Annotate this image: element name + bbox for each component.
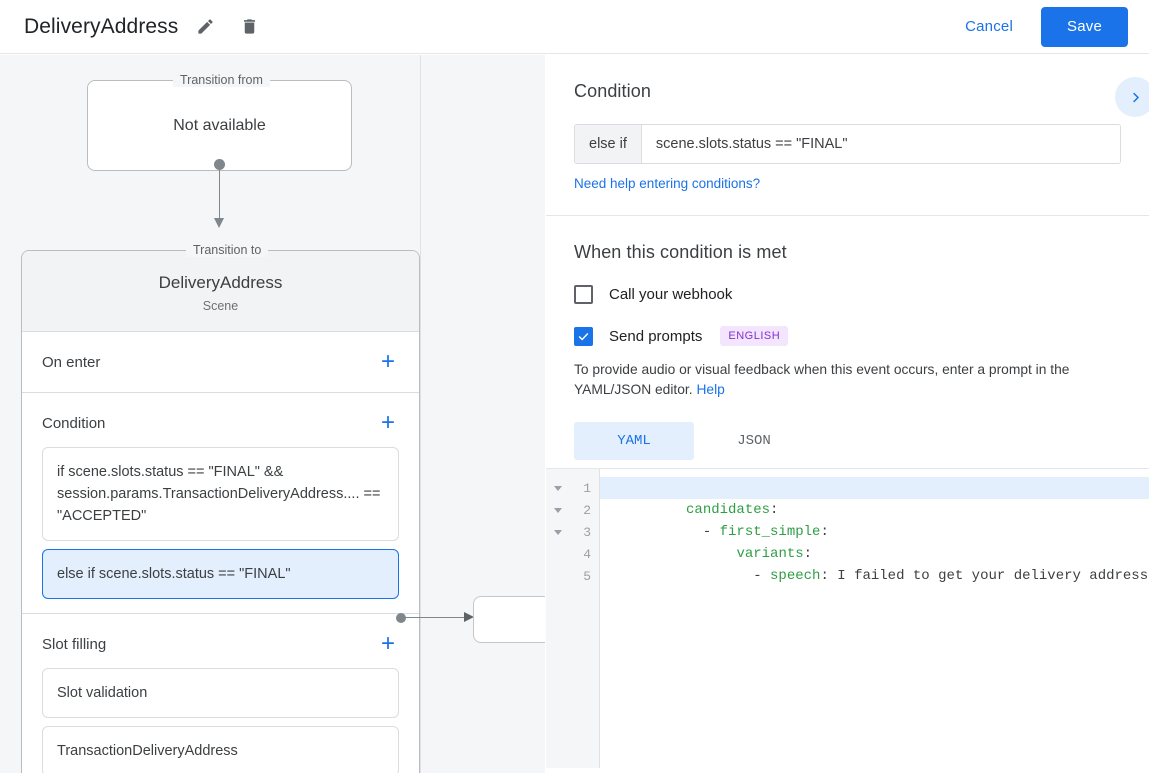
section-title-on-enter: On enter <box>42 353 101 371</box>
page-title: DeliveryAddress <box>24 14 179 38</box>
details-panel: Condition else if Need help entering con… <box>546 55 1149 773</box>
section-head-slot-filling: Slot filling + <box>22 614 419 660</box>
yaml-value: I failed to get your delivery address <box>828 568 1149 584</box>
prompts-description: To provide audio or visual feedback when… <box>574 360 1121 400</box>
slot-item-transaction-delivery-address[interactable]: TransactionDeliveryAddress <box>42 726 399 773</box>
transition-to-legend: Transition to <box>186 243 269 257</box>
section-head-on-enter: On enter + <box>22 332 419 392</box>
yaml-key: candidates <box>686 502 771 518</box>
edge-arrowhead <box>214 218 224 228</box>
condition-expression-input[interactable] <box>641 125 1120 163</box>
yaml-colon: : <box>770 502 779 518</box>
cancel-button[interactable]: Cancel <box>951 9 1027 44</box>
prompts-description-text: To provide audio or visual feedback when… <box>574 362 1070 397</box>
add-slot-button[interactable]: + <box>380 630 395 657</box>
fold-arrow-icon[interactable] <box>554 485 562 491</box>
yaml-indent: - <box>686 524 720 540</box>
scene-type: Scene <box>202 299 239 313</box>
top-app-bar: DeliveryAddress Cancel Save <box>0 0 1149 54</box>
line-number: 5 <box>583 568 591 584</box>
send-prompts-row: Send prompts ENGLISH <box>574 326 1121 346</box>
scene-name: DeliveryAddress <box>158 273 283 292</box>
add-condition-button[interactable]: + <box>380 409 395 436</box>
gutter-line: 1 <box>546 477 599 499</box>
section-condition: Condition + if scene.slots.status == "FI… <box>22 393 419 614</box>
when-condition-met-section: When this condition is met Call your web… <box>546 216 1149 460</box>
slot-item-validation[interactable]: Slot validation <box>42 668 399 718</box>
transition-from-legend: Transition from <box>173 73 270 87</box>
condition-prefix: else if <box>575 125 642 163</box>
gutter-line: 4 <box>546 543 599 565</box>
panel-divider <box>546 215 1149 216</box>
edit-icon[interactable] <box>188 10 222 44</box>
webhook-row: Call your webhook <box>574 285 1121 304</box>
yaml-key: variants <box>736 546 804 562</box>
language-badge: ENGLISH <box>720 326 789 346</box>
gutter-line: 5 <box>546 565 599 587</box>
condition-edge-line <box>404 617 466 618</box>
yaml-colon: : <box>803 546 813 562</box>
transition-from-value: Not available <box>173 116 266 134</box>
send-prompts-label: Send prompts <box>609 327 703 345</box>
yaml-key: first_simple <box>719 524 821 540</box>
yaml-editor[interactable]: 1 2 3 4 5 candidates: <box>546 468 1149 768</box>
canvas-divider <box>420 55 421 773</box>
section-head-condition: Condition + <box>22 393 419 439</box>
line-number: 1 <box>583 480 591 496</box>
code-line-4: - speech: I failed to get your delivery … <box>600 543 1149 584</box>
chevron-right-icon[interactable] <box>1115 77 1149 117</box>
save-button[interactable]: Save <box>1041 6 1128 47</box>
gutter-line: 3 <box>546 521 599 543</box>
transition-from-node[interactable]: Transition from Not available <box>87 73 352 171</box>
code-line-1: candidates: <box>600 477 1149 518</box>
yaml-colon: : <box>820 524 829 540</box>
condition-input-row: else if <box>574 124 1121 164</box>
trash-icon[interactable] <box>232 10 266 44</box>
when-met-heading: When this condition is met <box>574 242 787 262</box>
condition-item-else-if[interactable]: else if scene.slots.status == "FINAL" <box>42 549 399 599</box>
scene-header: DeliveryAddress Scene <box>22 251 419 332</box>
condition-heading: Condition <box>574 81 651 101</box>
transition-to-node: DeliveryAddress Scene On enter + Conditi… <box>21 250 420 773</box>
line-number: 3 <box>583 524 591 540</box>
call-webhook-checkbox[interactable] <box>574 285 593 304</box>
condition-section: Condition else if Need help entering con… <box>546 55 1149 193</box>
tab-yaml[interactable]: YAML <box>574 422 694 460</box>
send-prompts-checkbox[interactable] <box>574 326 593 346</box>
editor-format-tabs: YAML JSON <box>574 422 1121 460</box>
gutter-line: 2 <box>546 499 599 521</box>
target-node-partial[interactable] <box>473 596 545 643</box>
editor-code-area[interactable]: candidates: - first_simple: variants: - … <box>600 469 1149 768</box>
condition-item-if[interactable]: if scene.slots.status == "FINAL" && sess… <box>42 447 399 541</box>
add-on-enter-button[interactable]: + <box>380 348 395 375</box>
flow-canvas: Transition from Not available Transition… <box>0 55 545 773</box>
fold-arrow-icon[interactable] <box>554 507 562 513</box>
yaml-indent <box>686 546 736 562</box>
line-number: 2 <box>583 502 591 518</box>
tab-json[interactable]: JSON <box>737 433 771 449</box>
code-line-2: - first_simple: <box>600 499 1149 540</box>
section-slot-filling: Slot filling + Slot validation Transacti… <box>22 614 419 773</box>
prompts-help-link[interactable]: Help <box>696 382 725 397</box>
fold-arrow-icon[interactable] <box>554 529 562 535</box>
edge-vertical-line <box>219 164 220 221</box>
line-number: 4 <box>583 546 591 562</box>
yaml-key: speech <box>770 568 821 584</box>
editor-gutter: 1 2 3 4 5 <box>546 469 600 768</box>
code-line-3: variants: <box>600 521 1149 562</box>
call-webhook-label: Call your webhook <box>609 286 733 303</box>
condition-edge-arrowhead <box>464 612 474 622</box>
section-on-enter: On enter + <box>22 332 419 393</box>
yaml-indent: - <box>686 568 771 584</box>
condition-help-link[interactable]: Need help entering conditions? <box>574 176 761 191</box>
yaml-colon: : <box>820 568 829 584</box>
section-title-slot-filling: Slot filling <box>42 635 107 653</box>
section-title-condition: Condition <box>42 414 106 432</box>
condition-edge-dot <box>396 613 406 623</box>
